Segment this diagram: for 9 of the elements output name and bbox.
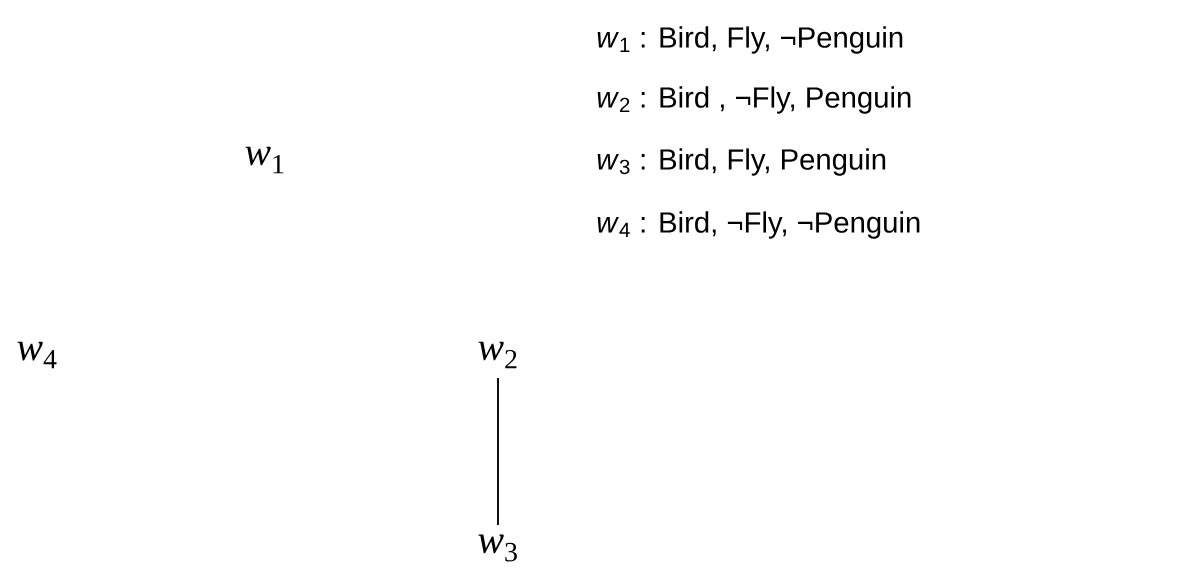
world-label: w$_{4}$ bbox=[17, 341, 57, 369]
world-description: w$_{3}$ : Bird, Fly, Penguin bbox=[597, 148, 886, 176]
world-label: w$_{3}$ bbox=[478, 534, 517, 562]
world-label: w$_{1}$ bbox=[245, 146, 284, 174]
world-description: w$_{1}$ : Bird, Fly, ¬Penguin bbox=[597, 26, 903, 54]
world-description: w$_{4}$ : Bird, ¬Fly, ¬Penguin bbox=[597, 211, 920, 239]
world-label: w$_{2}$ bbox=[478, 341, 517, 369]
world-description: w$_{2}$ : Bird , ¬Fly, Penguin bbox=[597, 86, 911, 114]
connector-line bbox=[497, 377, 499, 526]
